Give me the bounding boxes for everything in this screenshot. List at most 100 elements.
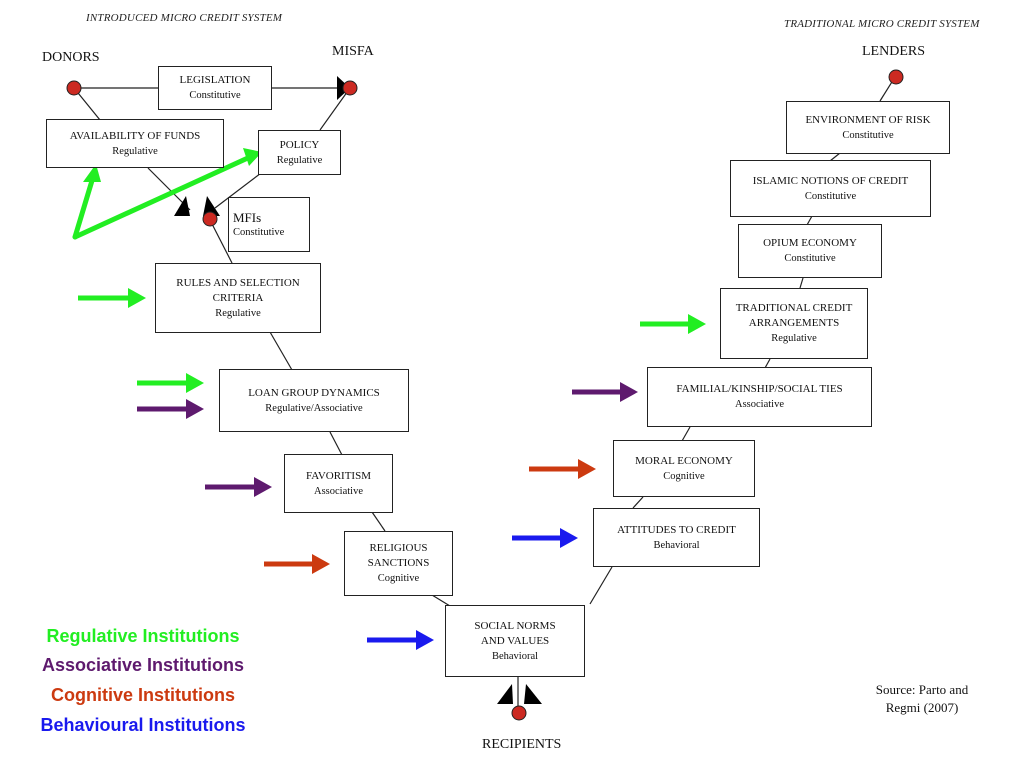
policy-green-arrowhead [243,148,262,166]
node-dots [66,69,904,721]
attitudes-behavioural-arrowhead [560,528,578,548]
mfis-right-arrowhead [203,196,220,216]
social-norms-box: SOCIAL NORMS AND VALUES Behavioral [445,605,585,677]
traditional-title: TRADITIONAL CREDIT ARRANGEMENTS [735,302,853,329]
env-risk-box: ENVIRONMENT OF RISK Constitutive [786,101,950,154]
attitudes-to-social-line [589,566,613,605]
mfis-left-arrowhead [174,196,190,216]
familial-to-moral-line [681,426,691,442]
loan-group-box: LOAN GROUP DYNAMICS Regulative/Associati… [219,369,409,432]
mfis-box: MFIs Constitutive [228,197,310,252]
env-risk-type: Constitutive [842,129,894,141]
recipients-left-arrowhead [497,684,513,704]
religious-box: RELIGIOUS SANCTIONS Cognitive [344,531,453,596]
traditional-regulative-arrowhead [688,314,706,334]
religious-cognitive-arrowhead [312,554,330,574]
green-to-availability-arrow [72,171,97,240]
social-behavioural-arrowhead [416,630,434,650]
traditional-box: TRADITIONAL CREDIT ARRANGEMENTS Regulati… [720,288,868,359]
legend-behavioural: Behavioural Institutions [40,715,246,735]
attitudes-title: ATTITUDES TO CREDIT [617,523,736,536]
lenders-label: LENDERS [862,44,925,59]
islamic-to-opium-line [806,215,813,226]
legislation-type: Constitutive [189,90,241,101]
side-arrows [78,288,706,650]
traditional-system-header: TRADITIONAL MICRO CREDIT SYSTEM [784,18,980,30]
policy-title: POLICY [279,138,320,151]
mfis-to-rules-line [209,219,233,264]
opium-to-traditional-line [799,277,804,289]
attitudes-type: Behavioral [653,539,700,551]
introduced-system-header: INTRODUCED MICRO CREDIT SYSTEM [86,12,283,24]
opium-title: OPIUM ECONOMY [763,237,857,249]
mfis-node-icon [202,211,218,227]
loan-group-type: Regulative/Associative [265,402,363,414]
traditional-to-familial-line [764,358,771,369]
availability-type: Regulative [112,145,158,157]
misfa-label: MISFA [332,44,374,59]
donors-node-icon [66,80,82,96]
social-norms-title: SOCIAL NORMS AND VALUES [474,619,556,647]
rules-to-loan-line [269,331,293,371]
legend-cognitive: Cognitive Institutions [51,685,235,705]
favoritism-associative-arrowhead [254,477,272,497]
recipients-label: RECIPIENTS [482,737,562,752]
legend-regulative: Regulative Institutions [46,626,240,646]
favoritism-box: FAVORITISM Associative [284,454,393,513]
moral-cognitive-arrowhead [578,459,596,479]
favoritism-to-religious-line [371,511,386,532]
religious-type: Cognitive [377,573,420,584]
policy-box: POLICY Regulative [258,130,341,175]
legend-associative: Associative Institutions [41,655,245,675]
misfa-node-icon [342,80,358,96]
policy-to-mfis-line [214,169,266,209]
moral-title: MORAL ECONOMY [635,454,733,467]
familial-associative-arrowhead [620,382,638,402]
recipients-node-icon [511,705,527,721]
regulative-top-arrows [72,154,253,240]
islamic-box: ISLAMIC NOTIONS OF CREDIT Constitutive [730,160,931,217]
lenders-node-icon [888,69,904,85]
green-to-policy-arrow [72,154,253,240]
regulative-top-arrowheads [83,148,262,182]
traditional-type: Regulative [771,333,817,344]
policy-type: Regulative [276,154,323,166]
rules-title: RULES AND SELECTION CRITERIA [176,276,300,304]
loan-associative-arrowhead [186,399,204,419]
attitudes-box: ATTITUDES TO CREDIT Behavioral [593,508,760,567]
opium-box: OPIUM ECONOMY Constitutive [738,224,882,278]
islamic-title: ISLAMIC NOTIONS OF CREDIT [752,174,909,187]
favoritism-title: FAVORITISM [306,469,371,482]
familial-box: FAMILIAL/KINSHIP/SOCIAL TIES Associative [647,367,872,427]
recipients-right-arrowhead [524,684,542,704]
mfis-title: MFIs [233,209,262,225]
loan-regulative-arrowhead [186,373,204,393]
env-to-islamic-line [829,152,841,162]
moral-to-attitudes-line [632,496,644,509]
moral-box: MORAL ECONOMY Cognitive [613,440,755,497]
availability-green-arrowhead [83,164,101,182]
religious-title: RELIGIOUS SANCTIONS [367,542,430,569]
mfis-type: Constitutive [233,226,285,238]
familial-type: Associative [735,399,784,410]
loan-to-favoritism-line [329,431,343,456]
familial-title: FAMILIAL/KINSHIP/SOCIAL TIES [676,383,843,395]
legislation-box: LEGISLATION Constitutive [158,66,272,110]
opium-type: Constitutive [784,253,836,264]
misfa-to-policy-line [319,87,351,131]
favoritism-type: Associative [314,485,363,497]
availability-box: AVAILABILITY OF FUNDS Regulative [46,119,224,168]
islamic-type: Constitutive [804,190,857,202]
availability-title: AVAILABILITY OF FUNDS [69,129,201,142]
rules-regulative-arrowhead [128,288,146,308]
loan-group-title: LOAN GROUP DYNAMICS [248,386,380,399]
moral-type: Cognitive [663,470,705,482]
env-risk-title: ENVIRONMENT OF RISK [805,113,931,126]
religious-to-social-line [431,594,451,607]
rules-box: RULES AND SELECTION CRITERIA Regulative [155,263,321,333]
donors-label: DONORS [42,50,100,65]
source-note: Source: Parto and Regmi (2007) [875,682,969,715]
legislation-title: LEGISLATION [179,74,251,86]
rules-type: Regulative [215,307,261,319]
